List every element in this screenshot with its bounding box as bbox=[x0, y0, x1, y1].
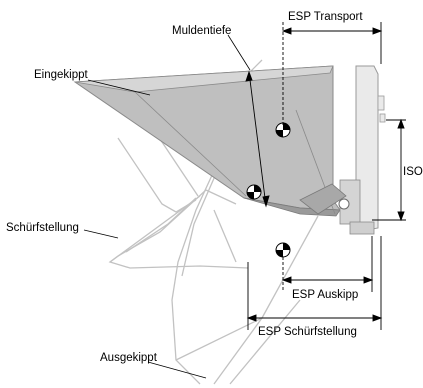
cog-marker-auskipp bbox=[275, 242, 291, 258]
label-ausgekippt: Ausgekippt bbox=[100, 352, 158, 364]
leader-lines bbox=[83, 34, 251, 379]
iso-dimension bbox=[372, 118, 406, 222]
label-esp-schuerfstellung: ESP Schürfstellung bbox=[258, 326, 357, 338]
label-muldentiefe: Muldentiefe bbox=[172, 25, 231, 37]
label-esp-transport: ESP Transport bbox=[288, 11, 363, 23]
label-schuerfstellung: Schürfstellung bbox=[6, 222, 79, 234]
leader-eingekippt bbox=[87, 79, 151, 96]
cog-marker-transport bbox=[275, 122, 291, 138]
esp-auskipp-dimension bbox=[281, 236, 374, 292]
muldentiefe-dimension bbox=[245, 70, 270, 208]
leader-schuerfstellung bbox=[83, 229, 119, 239]
bucket-outline-scraping-position bbox=[108, 189, 249, 269]
label-iso: ISO bbox=[403, 166, 423, 178]
mounting-plate bbox=[299, 65, 386, 235]
centre-of-gravity-markers bbox=[246, 122, 291, 258]
label-eingekippt: Eingekippt bbox=[34, 69, 89, 81]
cog-marker-iso bbox=[246, 184, 262, 200]
label-esp-auskipp: ESP Auskipp bbox=[292, 289, 358, 301]
esp-transport-dimension bbox=[281, 22, 383, 125]
esp-schuerfstellung-dimension bbox=[246, 236, 383, 330]
leader-ausgekippt bbox=[147, 361, 207, 379]
leader-muldentiefe bbox=[227, 34, 251, 71]
